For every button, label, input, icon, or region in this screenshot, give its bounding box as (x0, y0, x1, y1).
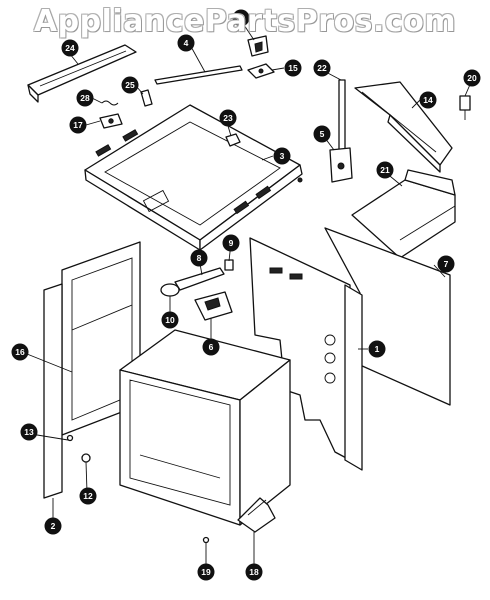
callout-17[interactable]: 17 (69, 116, 87, 134)
callout-21[interactable]: 21 (376, 161, 394, 179)
callout-19[interactable]: 19 (197, 563, 215, 581)
callout-1-label: 1 (375, 344, 380, 354)
part-13-screw[interactable] (66, 434, 74, 442)
callout-3-label: 3 (280, 151, 285, 161)
part-22-trim-bar[interactable] (27, 44, 137, 103)
watermark: AppliancePartsPros.com (33, 4, 457, 39)
callout-10-label: 10 (165, 315, 175, 325)
callout-15[interactable]: 15 (284, 59, 302, 77)
callout-9-label: 9 (229, 238, 234, 248)
callout-11[interactable]: 11 (232, 9, 250, 27)
leader-lines (21, 24, 473, 565)
part-19-screw[interactable] (202, 536, 210, 544)
callout-14-label: 14 (423, 95, 433, 105)
callout-6-label: 6 (209, 342, 214, 352)
callout-11-label: 11 (237, 13, 246, 23)
callout-24[interactable]: 23 (219, 109, 237, 127)
callout-15-label: 15 (288, 63, 298, 73)
part-14-vent-duct[interactable] (354, 81, 453, 173)
part-1-side-panel[interactable] (249, 237, 363, 471)
part-20-terminal[interactable] (459, 95, 471, 120)
part-17-switch[interactable] (99, 113, 123, 129)
callout-5-label: 5 (320, 129, 325, 139)
part-15-clip[interactable] (247, 63, 275, 79)
callout-6[interactable]: 6 (202, 338, 220, 356)
callout-19-label: 19 (201, 567, 211, 577)
callout-28[interactable]: 28 (76, 89, 94, 107)
callout-28-label: 28 (80, 93, 90, 103)
part-18-hinge[interactable] (237, 497, 276, 533)
part-8-igniter-tube[interactable] (174, 267, 225, 291)
callout-8[interactable]: 8 (190, 249, 208, 267)
part-4-rod[interactable] (154, 65, 243, 85)
part-9-bracket[interactable] (224, 259, 234, 271)
callout-21-label: 21 (380, 165, 390, 175)
callout-18[interactable]: 18 (245, 563, 263, 581)
callout-22-label: 24 (65, 43, 75, 53)
callout-16-label: 16 (15, 347, 25, 357)
callout-13-label: 13 (24, 427, 34, 437)
part-11-bracket[interactable] (247, 35, 269, 57)
callout-12[interactable]: 12 (79, 487, 97, 505)
callout-23[interactable]: 22 (313, 59, 331, 77)
callout-2-label: 2 (51, 521, 56, 531)
part-6-bracket[interactable] (194, 291, 233, 321)
part-12-hinge-pin[interactable] (81, 453, 91, 463)
callout-17-label: 17 (73, 120, 83, 130)
callout-16[interactable]: 16 (11, 343, 29, 361)
part-3-burner-box[interactable] (84, 104, 303, 251)
callout-9[interactable]: 9 (222, 234, 240, 252)
callout-13[interactable]: 13 (20, 423, 38, 441)
callout-4[interactable]: 4 (177, 34, 195, 52)
oven-cavity[interactable] (119, 329, 291, 526)
callout-12-label: 12 (83, 491, 93, 501)
part-5-valve[interactable] (329, 147, 353, 183)
part-21-shield[interactable] (351, 169, 456, 259)
callout-20-label: 20 (467, 73, 477, 83)
callout-18-label: 18 (249, 567, 259, 577)
part-24-nut[interactable] (225, 133, 241, 147)
part-7-side-panel[interactable] (324, 227, 451, 406)
callout-7-label: 7 (444, 259, 449, 269)
callout-14[interactable]: 14 (419, 91, 437, 109)
callout-5[interactable]: 5 (313, 125, 331, 143)
callout-23-label: 22 (317, 63, 327, 73)
callout-7[interactable]: 7 (437, 255, 455, 273)
callout-4-label: 4 (184, 38, 189, 48)
callout-labels: 24 4 11 15 25 28 17 23 3 22 5 14 20 21 7… (11, 9, 481, 581)
callout-25-label: 25 (125, 80, 135, 90)
callout-1[interactable]: 1 (368, 340, 386, 358)
callout-22[interactable]: 24 (61, 39, 79, 57)
callout-25[interactable]: 25 (121, 76, 139, 94)
part-2-door-frame[interactable] (43, 283, 63, 499)
callout-10[interactable]: 10 (161, 311, 179, 329)
callout-2[interactable]: 2 (44, 517, 62, 535)
part-28-spring[interactable] (101, 100, 119, 106)
callout-3[interactable]: 3 (273, 147, 291, 165)
callout-20[interactable]: 20 (463, 69, 481, 87)
part-10-burner-cap[interactable] (160, 283, 180, 297)
callout-8-label: 8 (197, 253, 202, 263)
part-25-bracket[interactable] (140, 89, 153, 107)
callout-24-label: 23 (223, 113, 233, 123)
